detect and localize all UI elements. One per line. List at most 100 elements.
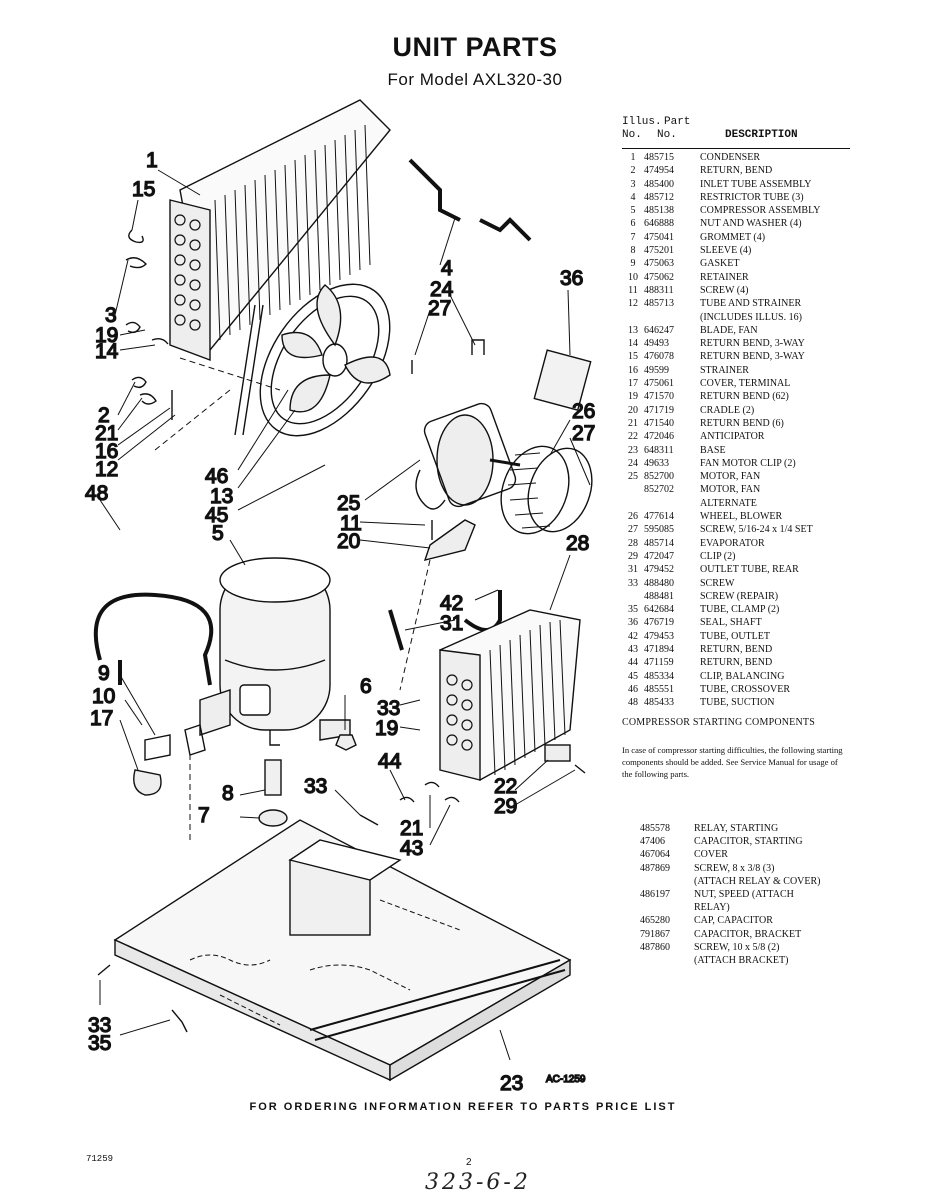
part-description: BASE	[700, 444, 726, 456]
part-no: 475041	[644, 231, 674, 243]
part-no: 475201	[644, 245, 674, 257]
compressor-components-heading: COMPRESSOR STARTING COMPONENTS	[622, 717, 815, 728]
illus-no: 8	[630, 245, 636, 257]
callout: 12	[95, 458, 118, 481]
part-no: 485551	[644, 683, 674, 695]
callout: 33	[377, 697, 400, 720]
part-description: CAPACITOR, BRACKET	[694, 928, 802, 940]
part-description: COVER, TERMINAL	[700, 378, 791, 390]
callout: 16	[95, 440, 118, 463]
part-description: CLIP, BALANCING	[700, 670, 785, 682]
part-description: FAN MOTOR CLIP (2)	[700, 457, 796, 469]
part-no: 485138	[644, 205, 674, 217]
illus-no: 44	[628, 657, 638, 669]
callout: 21	[95, 422, 118, 445]
part-no: 791867	[640, 928, 670, 940]
illus-no	[622, 311, 644, 324]
part-no: 488481	[644, 590, 674, 602]
part-description: (INCLUDES ILLUS. 16)	[700, 311, 802, 323]
part-no: 485334	[644, 670, 674, 682]
part-description: (ATTACH RELAY & COVER)	[694, 875, 821, 887]
table-row: 485578 RELAY, STARTING	[640, 822, 850, 835]
fan-drawing	[259, 283, 391, 437]
illus-no: 42	[628, 630, 638, 642]
illus-no: 7	[630, 231, 636, 243]
part-description: COVER	[694, 849, 728, 861]
part-no	[644, 311, 700, 324]
part-description: MOTOR, FAN	[700, 471, 761, 483]
part-no	[640, 875, 694, 888]
part-no: 485715	[644, 152, 674, 163]
callout: 25	[337, 492, 360, 515]
part-no: 476078	[644, 351, 674, 363]
part-description: RELAY, STARTING	[694, 823, 779, 834]
part-description: SCREW (REPAIR)	[700, 590, 779, 602]
part-no: 646888	[644, 218, 674, 230]
part-no: 471540	[644, 417, 674, 429]
callout: 6	[360, 675, 372, 698]
table-row: ALTERNATE	[622, 497, 862, 510]
part-no: 472047	[644, 550, 674, 562]
part-description: EVAPORATOR	[700, 537, 765, 549]
illus-no: 25	[628, 471, 638, 483]
header-no1: No.	[622, 129, 642, 141]
part-no: 49493	[644, 338, 669, 350]
part-description: TUBE, SUCTION	[700, 697, 775, 709]
part-description: GROMMET (4)	[700, 231, 766, 243]
callout: 36	[560, 267, 583, 290]
part-description: OUTLET TUBE, REAR	[700, 564, 799, 576]
handwritten-note: 323-6-2	[425, 1170, 531, 1195]
callout: 9	[98, 662, 110, 685]
part-no: 475061	[644, 378, 674, 390]
part-no: 485400	[644, 178, 674, 190]
callout: 24	[430, 278, 454, 301]
part-description: CLIP (2)	[700, 550, 736, 562]
illus-no: 19	[628, 391, 638, 403]
part-description: RETURN BEND (6)	[700, 417, 784, 429]
illus-no: 1	[630, 152, 636, 163]
part-no: 471570	[644, 391, 674, 403]
illus-no: 3	[630, 178, 636, 190]
part-no: 485713	[644, 298, 674, 310]
ordering-info: FOR ORDERING INFORMATION REFER TO PARTS …	[249, 1101, 677, 1113]
part-no: 49633	[644, 457, 669, 469]
callout: 1	[146, 149, 158, 172]
part-no: 476719	[644, 617, 674, 629]
illus-no: 43	[628, 643, 638, 655]
part-no: 485578	[640, 823, 670, 834]
part-description: ANTICIPATOR	[700, 431, 765, 443]
callout: 21	[400, 817, 423, 840]
illus-no: 10	[628, 271, 638, 283]
part-description: RELAY)	[694, 902, 730, 914]
part-description: CAP, CAPACITOR	[694, 915, 773, 927]
part-no: 642684	[644, 604, 674, 616]
part-description: RETAINER	[700, 271, 749, 283]
part-no: 487860	[640, 941, 670, 953]
illus-no: 11	[628, 284, 638, 296]
illus-no: 35	[628, 604, 638, 616]
part-description: (ATTACH BRACKET)	[694, 954, 789, 966]
table-row: (INCLUDES ILLUS. 16)	[622, 311, 862, 324]
compressor-components-note: In case of compressor starting difficult…	[622, 745, 843, 779]
document-code: 71259	[86, 1154, 114, 1164]
page-title: UNIT PARTS	[392, 32, 558, 62]
